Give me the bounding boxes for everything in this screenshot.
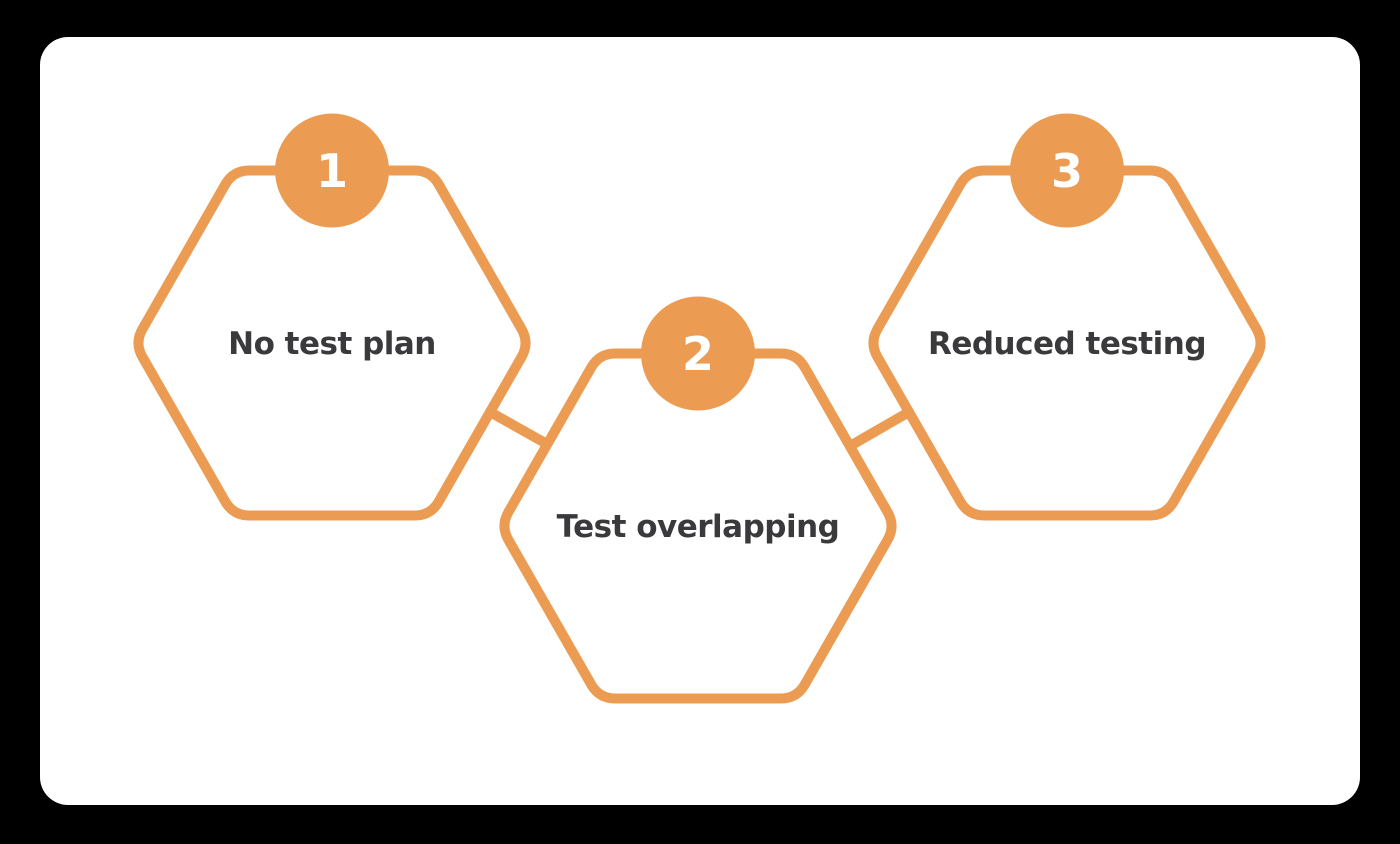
step-3-number-badge xyxy=(1010,113,1124,228)
step-2-number-badge xyxy=(641,296,755,411)
hexagon-diagram: 1 No test plan 2 Test overlapping 3 Redu… xyxy=(133,113,1266,704)
step-3-number: 3 xyxy=(1051,144,1083,198)
step-1-label: No test plan xyxy=(228,326,436,362)
step-1-number-badge xyxy=(275,113,389,228)
infographic-card: 1 No test plan 2 Test overlapping 3 Redu… xyxy=(40,37,1360,805)
hexagon-outline-3 xyxy=(868,165,1266,521)
step-2-label: Test overlapping xyxy=(557,509,840,545)
hexagon-outline-1 xyxy=(133,165,531,521)
step-3-label: Reduced testing xyxy=(928,326,1206,362)
hexagon-outline-2 xyxy=(499,348,897,704)
step-2-group: 2 Test overlapping xyxy=(499,296,897,704)
step-1-number: 1 xyxy=(316,144,348,198)
connector-step2-step3 xyxy=(845,407,914,451)
step-3-group: 3 Reduced testing xyxy=(868,113,1266,521)
step-2-number: 2 xyxy=(682,327,714,381)
step-1-group: 1 No test plan xyxy=(133,113,531,521)
connector-step1-step2 xyxy=(485,407,552,449)
